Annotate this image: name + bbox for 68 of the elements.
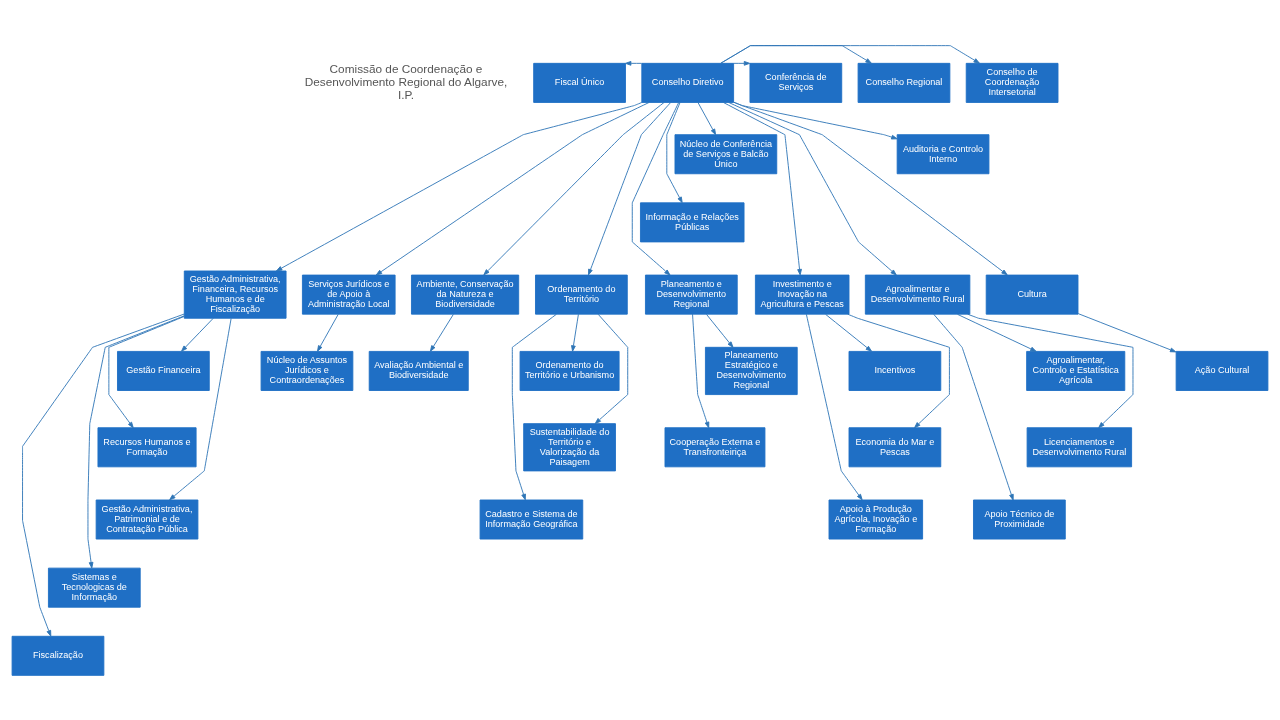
node-box: Conferência de Serviços bbox=[749, 62, 843, 103]
node-box: Gestão Financeira bbox=[117, 350, 210, 391]
arrow bbox=[625, 60, 643, 66]
node-box: Cooperação Externa e Transfronteiriça bbox=[664, 426, 766, 467]
node-box: Ordenamento do Território bbox=[535, 274, 628, 315]
node-box: Conselho Diretivo bbox=[641, 62, 735, 103]
arrow bbox=[169, 317, 232, 500]
node-box: Planeamento e Desenvolvimento Regional bbox=[645, 274, 738, 315]
node-box: Auditoria e Controlo Interno bbox=[896, 133, 990, 174]
arrow bbox=[728, 101, 897, 275]
arrow bbox=[805, 313, 863, 500]
arrow bbox=[108, 315, 185, 428]
arrow bbox=[967, 313, 1134, 428]
node-box: Gestão Administrativa, Financeira, Recursos Humanos e de Fiscalização bbox=[183, 270, 287, 319]
arrow bbox=[594, 313, 629, 424]
node-box: Agroalimentar e Desenvolvimento Rural bbox=[864, 274, 971, 315]
node-box: Ambiente, Conservação da Natureza e Biodiversidade bbox=[411, 274, 520, 315]
node-box: Recursos Humanos e Formação bbox=[97, 426, 197, 467]
arrow bbox=[733, 60, 751, 66]
node-box: Planeamento Estratégico e Desenvolvimento Regional bbox=[704, 346, 798, 395]
arrow bbox=[317, 313, 339, 352]
node-box: Cultura bbox=[985, 274, 1079, 315]
node-box: Sistemas e Tecnologicas de Informação bbox=[48, 567, 141, 608]
arrow bbox=[706, 313, 734, 348]
arrow bbox=[631, 101, 680, 275]
node-box: Fiscal Único bbox=[533, 62, 626, 103]
node-box: Agroalimentar, Controlo e Estatística Agrícola bbox=[1026, 350, 1126, 391]
arrow bbox=[511, 313, 557, 500]
arrow bbox=[666, 101, 683, 203]
node-box: Incentivos bbox=[848, 350, 942, 391]
node-box: Conselho de Coordenação Intersetorial bbox=[965, 62, 1059, 103]
arrow bbox=[933, 313, 1014, 500]
node-box: Sustentabilidade do Território e Valorização da Paisagem bbox=[523, 422, 616, 471]
node-box: Ordenamento do Território e Urbanismo bbox=[519, 350, 620, 391]
node-box: Gestão Administrativa, Patrimonial e de Contratação Pública bbox=[95, 499, 199, 539]
node-box: Núcleo de Conferência de Serviços e Balcão Único bbox=[674, 133, 778, 174]
node-box: Serviços Jurídicos e de Apoio à Administração Local bbox=[301, 274, 396, 315]
arrow bbox=[825, 313, 872, 352]
node-box: Investimento e Inovação na Agricultura e Pescas bbox=[754, 274, 850, 315]
arrow bbox=[571, 313, 579, 352]
node-box: Ação Cultural bbox=[1175, 350, 1269, 391]
arrow bbox=[720, 44, 980, 64]
node-box: Conselho Regional bbox=[857, 62, 951, 103]
node-box: Fiscalização bbox=[11, 635, 105, 676]
arrow bbox=[697, 101, 717, 135]
arrow bbox=[429, 313, 454, 352]
node-box: Cadastro e Sistema de Informação Geográfica bbox=[479, 499, 584, 539]
arrow bbox=[722, 101, 802, 275]
label: Comissão de Coordenação e Desenvolvimento Regional do Algarve, I.P. bbox=[304, 61, 508, 102]
arrow bbox=[375, 101, 650, 275]
arrow bbox=[957, 313, 1037, 352]
node-box: Apoio Técnico de Proximidade bbox=[973, 499, 1066, 539]
arrow bbox=[733, 101, 1008, 275]
arrow bbox=[22, 313, 185, 636]
arrow bbox=[181, 317, 214, 352]
arrow bbox=[1077, 312, 1177, 352]
arrow bbox=[276, 101, 643, 271]
node-box: Informação e Relações Públicas bbox=[640, 201, 745, 242]
arrow bbox=[87, 314, 185, 568]
node-box: Economia do Mar e Pescas bbox=[848, 426, 942, 467]
node-box: Núcleo de Assuntos Jurídicos e Contraordenações bbox=[260, 350, 354, 391]
arrow bbox=[483, 101, 665, 275]
arrow bbox=[847, 313, 950, 428]
node-box: Apoio à Produção Agrícola, Inovação e Formação bbox=[828, 499, 924, 539]
arrow bbox=[588, 101, 672, 275]
arrow bbox=[692, 313, 710, 428]
node-box: Licenciamentos e Desenvolvimento Rural bbox=[1026, 426, 1133, 467]
node-box: Avaliação Ambiental e Biodiversidade bbox=[368, 350, 469, 391]
